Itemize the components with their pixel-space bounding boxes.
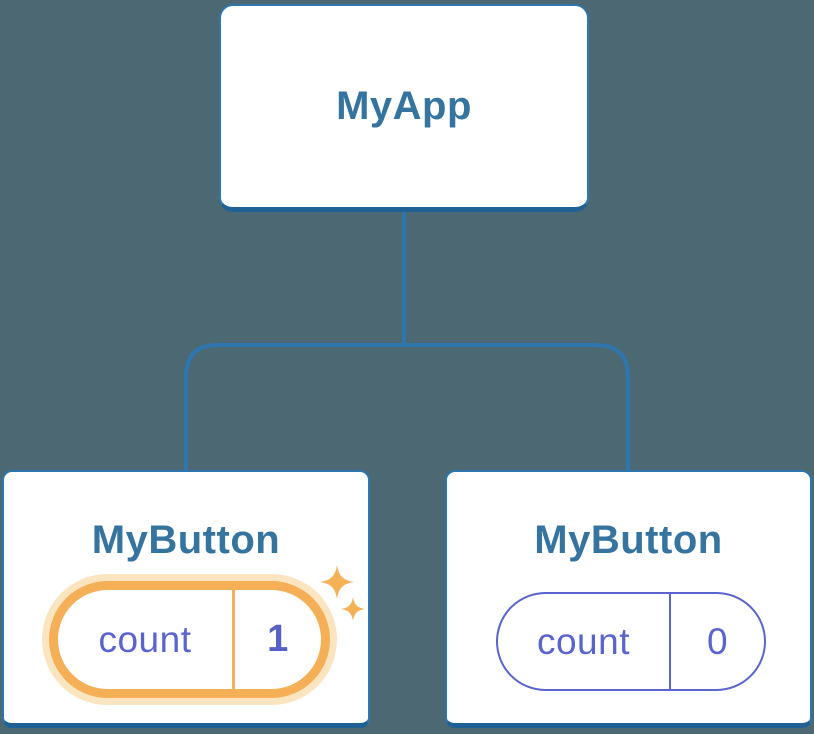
state-value: 1 [232, 590, 321, 689]
child-component-card-right: MyButton count 0 [445, 470, 812, 728]
child-component-title: MyButton [534, 518, 723, 562]
root-component-title: MyApp [336, 84, 472, 128]
state-pill-inner: count 1 [58, 590, 321, 689]
state-label: count [536, 620, 630, 662]
state-pill-ring: count 1 [49, 581, 330, 698]
children-bracket-connector [184, 343, 630, 470]
root-component-card: MyApp [219, 4, 589, 212]
state-pill-plain: count 0 [496, 592, 766, 691]
state-value: 0 [669, 594, 764, 689]
child-component-title: MyButton [91, 518, 281, 562]
state-pill-highlighted: count 1 [42, 574, 337, 705]
state-label: count [98, 618, 192, 660]
child-component-card-left: MyButton count 1 [2, 470, 370, 728]
